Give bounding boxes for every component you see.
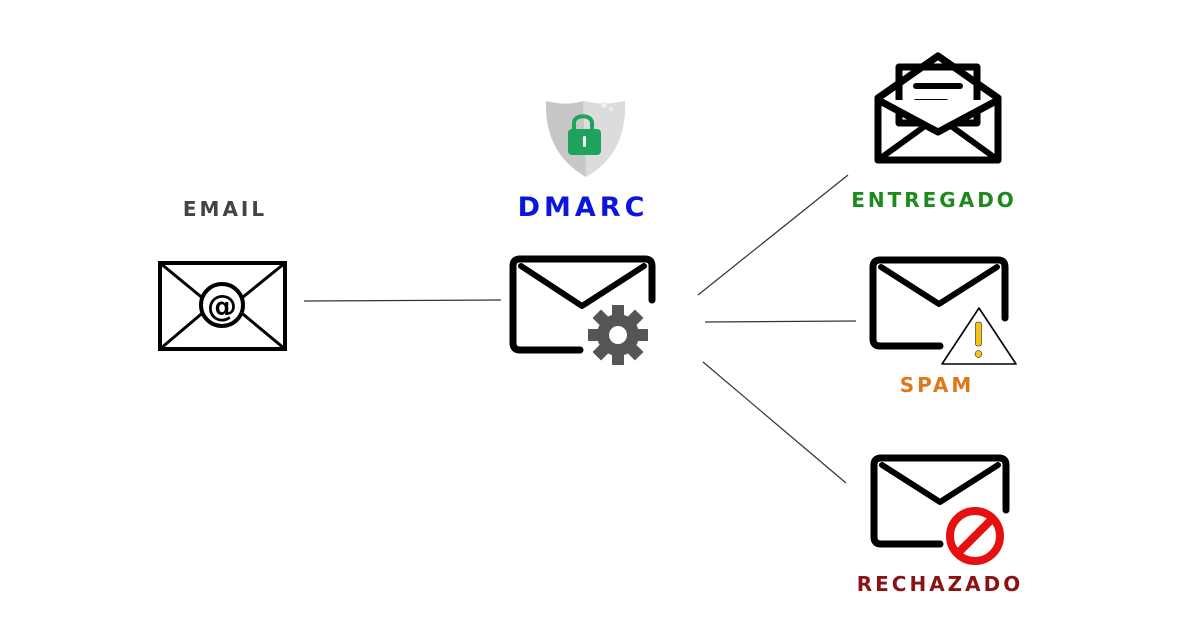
envelope-warning-icon xyxy=(869,256,1017,365)
dmarc-label: DMARC xyxy=(517,192,649,223)
connector-dmarc-to-spam xyxy=(704,320,857,323)
spam-label: SPAM xyxy=(899,373,975,397)
open-envelope-icon xyxy=(874,52,1002,164)
connector-dmarc-to-rejected xyxy=(702,361,847,484)
prohibited-icon xyxy=(946,507,1004,565)
svg-text:@: @ xyxy=(207,289,237,324)
delivered-label: ENTREGADO xyxy=(851,188,1017,212)
envelope-gear-icon xyxy=(509,255,656,365)
connector-email-to-dmarc xyxy=(303,299,502,302)
gear-icon xyxy=(588,305,648,365)
shield-lock-icon xyxy=(545,101,626,177)
warning-icon xyxy=(941,307,1017,365)
connector-dmarc-to-delivered xyxy=(697,174,849,296)
envelope-prohibited-icon xyxy=(870,454,1010,565)
at-envelope-icon: @ xyxy=(158,261,287,351)
rejected-label: RECHAZADO xyxy=(856,572,1024,596)
email-label: EMAIL xyxy=(182,197,268,221)
